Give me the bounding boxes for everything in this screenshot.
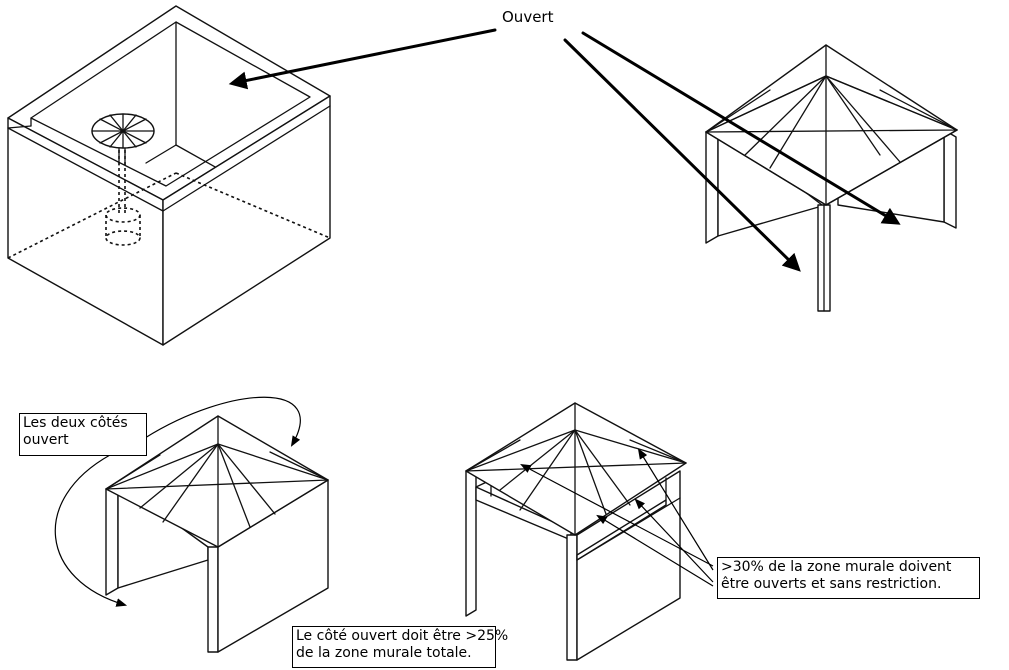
thirty-arrow-2 bbox=[637, 448, 714, 571]
shelter2-right-wall-side bbox=[943, 129, 957, 229]
shelter4-front-edge bbox=[566, 534, 578, 661]
open-label: Ouvert bbox=[502, 8, 554, 26]
open-arrow-to-wall bbox=[581, 31, 901, 225]
one-wall-shelter bbox=[105, 415, 329, 653]
shelter4-left-wall-side bbox=[465, 464, 477, 617]
curved-arrow-bottom bbox=[54, 454, 128, 607]
box-inner-rim bbox=[30, 21, 311, 187]
open-top-box bbox=[7, 5, 331, 346]
both-sides-open-label: Les deux côtés ouvert bbox=[19, 413, 147, 456]
shelter3-left-wall-side bbox=[105, 481, 119, 596]
thirty-percent-label: >30% de la zone murale doivent être ouve… bbox=[717, 557, 980, 599]
shelter4-front-wall bbox=[576, 470, 681, 661]
both-sides-line-1: Les deux côtés bbox=[23, 415, 128, 431]
shelter3-front-edge bbox=[207, 546, 219, 653]
umbrella-icon bbox=[91, 113, 155, 166]
thirty-arrow-1 bbox=[520, 463, 714, 567]
two-wall-shelter bbox=[705, 44, 958, 312]
thirty-arrow-4 bbox=[596, 514, 714, 587]
thirty-arrow-3 bbox=[634, 498, 714, 583]
open-side-line-2: de la zone murale totale. bbox=[296, 645, 472, 661]
box-right-wall bbox=[162, 95, 331, 346]
curved-arrow-top bbox=[144, 396, 301, 447]
open-side-requirement-label: Le côté ouvert doit être >25% de la zone… bbox=[292, 626, 509, 668]
thirty-line-1: >30% de la zone murale doivent bbox=[721, 559, 952, 575]
open-arrow-to-box bbox=[228, 28, 497, 90]
both-sides-line-2: ouvert bbox=[23, 432, 69, 448]
open-arrow-to-post bbox=[563, 38, 801, 272]
partial-wall-shelter bbox=[465, 402, 687, 661]
thirty-line-2: être ouverts et sans restriction. bbox=[721, 576, 942, 592]
open-side-line-1: Le côté ouvert doit être >25% bbox=[296, 628, 509, 644]
